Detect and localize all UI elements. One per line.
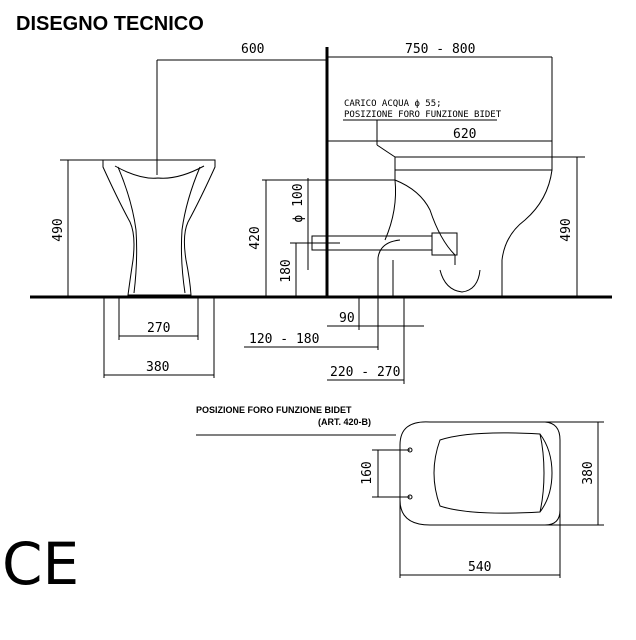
dim-380-top: 380 [581,461,596,484]
dim-750-800: 750 - 800 [405,42,475,57]
dim-120-180: 120 - 180 [249,332,319,347]
dim-540: 540 [468,560,491,575]
dim-160: 160 [360,461,375,484]
dim-620: 620 [453,127,476,142]
side-view-seat [394,156,553,171]
dim-380-front: 380 [146,360,169,375]
dim-270: 270 [147,321,170,336]
note-posizione-foro-top: POSIZIONE FORO FUNZIONE BIDET [196,405,352,415]
ce-mark: CE [2,530,79,598]
top-view-seat [433,432,553,514]
top-view [196,421,604,578]
front-view-rim [114,165,205,179]
dim-90: 90 [339,311,355,326]
dim-420: 420 [248,226,263,249]
dim-phi-100: ϕ 100 [291,183,306,222]
dim-490-right: 490 [559,218,574,241]
side-view [244,56,585,384]
dim-490-left: 490 [51,218,66,241]
note-art: (ART. 420-B) [318,417,371,427]
dim-220-270: 220 - 270 [330,365,400,380]
top-view-outline [399,421,561,526]
note-carico-acqua: CARICO ACQUA ϕ 55; [344,99,442,109]
dim-600: 600 [241,42,264,57]
front-view-outline [102,159,216,296]
dim-180: 180 [279,259,294,282]
drawing-title: DISEGNO TECNICO [16,13,204,35]
note-posizione-foro-side: POSIZIONE FORO FUNZIONE BIDET [344,110,502,120]
front-view [60,59,327,378]
